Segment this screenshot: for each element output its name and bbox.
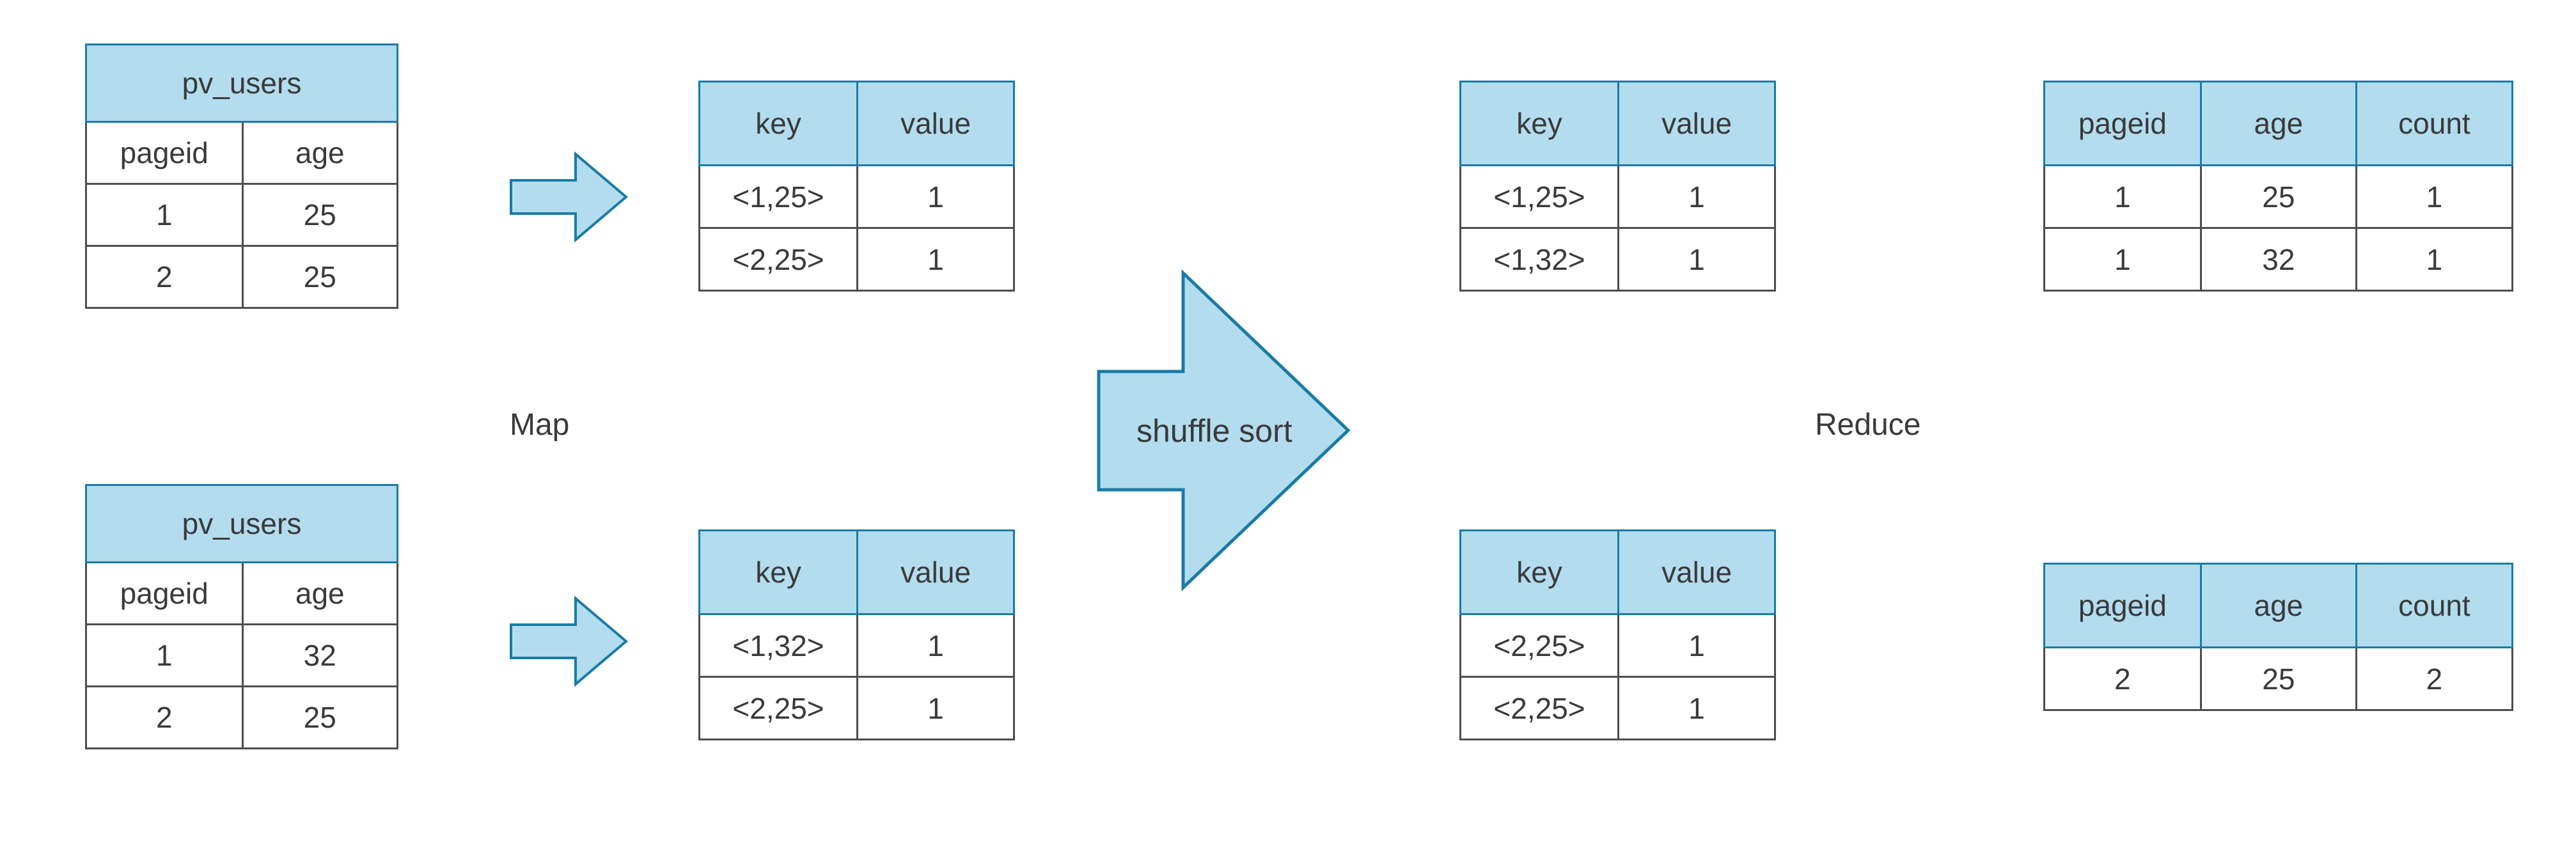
- table-row: 1 32: [85, 623, 398, 687]
- map-output-table-2-col-value: value: [856, 529, 1015, 615]
- map-arrow-top-icon: [510, 151, 629, 243]
- reduce-output-table-1-r1-count: 1: [2355, 227, 2514, 292]
- shuffled-table-1-col-key: key: [1459, 81, 1620, 166]
- reduce-output-table-2-r0-pageid: 2: [2043, 646, 2202, 711]
- stage-label-reduce: Reduce: [1815, 408, 1921, 442]
- map-arrow-top: [509, 151, 629, 243]
- reduce-output-table-1-col-count: count: [2355, 81, 2514, 166]
- table-row: <2,25> 1: [698, 676, 1015, 740]
- shuffled-table-1: key value <1,25> 1 <1,32> 1: [1459, 81, 1776, 292]
- shuffle-sort-arrow-icon: [1097, 269, 1351, 591]
- reduce-output-table-2-col-count: count: [2355, 563, 2514, 648]
- input-table-1-r1-age: 25: [241, 245, 398, 309]
- reduce-output-table-1-r0-count: 1: [2355, 164, 2514, 229]
- table-row: <2,25> 1: [698, 227, 1015, 292]
- table-header-row: pageid age: [85, 561, 398, 625]
- reduce-output-table-1-col-pageid: pageid: [2043, 81, 2202, 166]
- map-output-table-1-r1-value: 1: [856, 227, 1015, 292]
- map-output-table-1-r0-value: 1: [856, 164, 1015, 229]
- table-title-row: pv_users: [85, 484, 398, 563]
- map-output-table-1: key value <1,25> 1 <2,25> 1: [698, 81, 1015, 292]
- map-arrow-bottom: [509, 595, 629, 687]
- table-row: <2,25> 1: [1459, 613, 1776, 678]
- reduce-output-table-2-r0-count: 2: [2355, 646, 2514, 711]
- map-output-table-1-col-key: key: [698, 81, 859, 166]
- table-header-row: key value: [698, 81, 1015, 166]
- input-table-1-r0-age: 25: [241, 183, 398, 247]
- reduce-output-table-1-r1-pageid: 1: [2043, 227, 2202, 292]
- map-output-table-2-r1-key: <2,25>: [698, 676, 859, 740]
- input-table-2-col-pageid: pageid: [85, 561, 244, 625]
- table-row: <1,32> 1: [698, 613, 1015, 678]
- shuffled-table-2-r1-value: 1: [1617, 676, 1776, 740]
- table-row: <2,25> 1: [1459, 676, 1776, 740]
- shuffled-table-1-col-value: value: [1617, 81, 1776, 166]
- input-table-1-col-pageid: pageid: [85, 121, 244, 185]
- table-row: <1,32> 1: [1459, 227, 1776, 292]
- input-table-1: pv_users pageid age 1 25 2 25: [85, 43, 398, 309]
- map-output-table-2-col-key: key: [698, 529, 859, 615]
- shuffled-table-2-col-value: value: [1617, 529, 1776, 615]
- table-row: 2 25 2: [2043, 646, 2514, 711]
- input-table-1-col-age: age: [241, 121, 398, 185]
- map-output-table-2: key value <1,32> 1 <2,25> 1: [698, 529, 1015, 740]
- input-table-2-r1-age: 25: [241, 685, 398, 749]
- shuffle-sort-label: shuffle sort: [1136, 413, 1292, 449]
- map-output-table-1-col-value: value: [856, 81, 1015, 166]
- map-output-table-2-r0-key: <1,32>: [698, 613, 859, 678]
- shuffled-table-2-r1-key: <2,25>: [1459, 676, 1620, 740]
- shuffled-table-1-r0-value: 1: [1617, 164, 1776, 229]
- shuffled-table-2: key value <2,25> 1 <2,25> 1: [1459, 529, 1776, 740]
- input-table-1-r0-pageid: 1: [85, 183, 244, 247]
- shuffled-table-1-r1-key: <1,32>: [1459, 227, 1620, 292]
- table-row: 1 25 1: [2043, 164, 2514, 229]
- input-table-2: pv_users pageid age 1 32 2 25: [85, 484, 398, 749]
- map-output-table-2-r1-value: 1: [856, 676, 1015, 740]
- input-table-2-r1-pageid: 2: [85, 685, 244, 749]
- table-row: 2 25: [85, 685, 398, 749]
- table-header-row: key value: [698, 529, 1015, 615]
- shuffled-table-2-r0-key: <2,25>: [1459, 613, 1620, 678]
- reduce-output-table-1-r1-age: 32: [2199, 227, 2357, 292]
- reduce-output-table-1: pageid age count 1 25 1 1 32 1: [2043, 81, 2514, 292]
- input-table-2-r0-pageid: 1: [85, 623, 244, 687]
- reduce-output-table-2-col-pageid: pageid: [2043, 563, 2202, 648]
- table-row: 1 32 1: [2043, 227, 2514, 292]
- shuffled-table-2-col-key: key: [1459, 529, 1620, 615]
- table-title-row: pv_users: [85, 43, 398, 123]
- table-header-row: key value: [1459, 81, 1776, 166]
- map-output-table-2-r0-value: 1: [856, 613, 1015, 678]
- input-table-1-r1-pageid: 2: [85, 245, 244, 309]
- stage-label-map: Map: [510, 408, 570, 442]
- input-table-2-col-age: age: [241, 561, 398, 625]
- map-output-table-1-r0-key: <1,25>: [698, 164, 859, 229]
- table-header-row: key value: [1459, 529, 1776, 615]
- input-table-2-title: pv_users: [85, 484, 398, 563]
- reduce-output-table-2-r0-age: 25: [2199, 646, 2357, 711]
- table-header-row: pageid age: [85, 121, 398, 185]
- reduce-output-table-1-r0-age: 25: [2199, 164, 2357, 229]
- table-header-row: pageid age count: [2043, 81, 2514, 166]
- reduce-output-table-2-col-age: age: [2199, 563, 2357, 648]
- reduce-output-table-2: pageid age count 2 25 2: [2043, 563, 2514, 711]
- reduce-output-table-1-r0-pageid: 1: [2043, 164, 2202, 229]
- shuffled-table-1-r1-value: 1: [1617, 227, 1776, 292]
- table-row: <1,25> 1: [698, 164, 1015, 229]
- input-table-2-r0-age: 32: [241, 623, 398, 687]
- shuffled-table-2-r0-value: 1: [1617, 613, 1776, 678]
- reduce-output-table-1-col-age: age: [2199, 81, 2357, 166]
- table-row: <1,25> 1: [1459, 164, 1776, 229]
- table-row: 1 25: [85, 183, 398, 247]
- table-row: 2 25: [85, 245, 398, 309]
- input-table-1-title: pv_users: [85, 43, 398, 123]
- map-arrow-bottom-icon: [510, 595, 629, 687]
- shuffle-sort-arrow: [1097, 269, 1351, 591]
- map-output-table-1-r1-key: <2,25>: [698, 227, 859, 292]
- shuffled-table-1-r0-key: <1,25>: [1459, 164, 1620, 229]
- table-header-row: pageid age count: [2043, 563, 2514, 648]
